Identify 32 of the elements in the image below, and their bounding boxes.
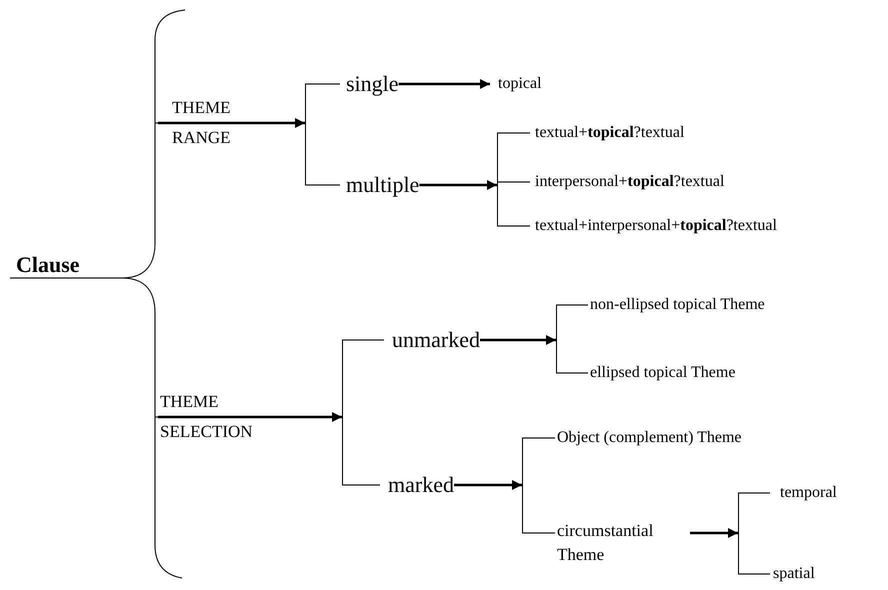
system-name: THEME RANGE [172, 97, 232, 149]
option-label: unmarked [392, 326, 480, 354]
bracket-line [738, 492, 770, 494]
option-label: Object (complement) Theme [557, 428, 742, 448]
option-label: interpersonal+topical?textual [535, 172, 724, 192]
arrow [398, 79, 490, 89]
arrow [158, 118, 305, 128]
arrow [480, 335, 556, 345]
arrow [690, 528, 738, 538]
option-label: single [346, 70, 399, 98]
bracket-line [556, 372, 588, 374]
option-label: spatial [773, 564, 815, 584]
option-label: ellipsed topical Theme [590, 363, 736, 383]
bracket-line [342, 484, 380, 486]
bracket-line [304, 184, 340, 186]
option-label: temporal [780, 483, 837, 503]
root-term: Clause [16, 252, 81, 278]
option-label: textual+topical?textual [535, 123, 684, 143]
arrow [419, 180, 497, 190]
option-label: non-ellipsed topical Theme [590, 295, 765, 315]
option-label: multiple [346, 171, 420, 199]
arrow [158, 412, 342, 422]
brace-line [10, 278, 158, 418]
option-label: textual+interpersonal+topical?textual [535, 216, 777, 236]
bracket-line [522, 532, 556, 534]
option-label: circumstantial Theme [557, 520, 654, 566]
arrow [454, 480, 522, 490]
system-name: THEME SELECTION [160, 391, 254, 443]
bracket-line [556, 304, 588, 306]
option-label: marked [388, 471, 454, 499]
option-label: topical [498, 74, 542, 94]
bracket-line [496, 132, 530, 134]
